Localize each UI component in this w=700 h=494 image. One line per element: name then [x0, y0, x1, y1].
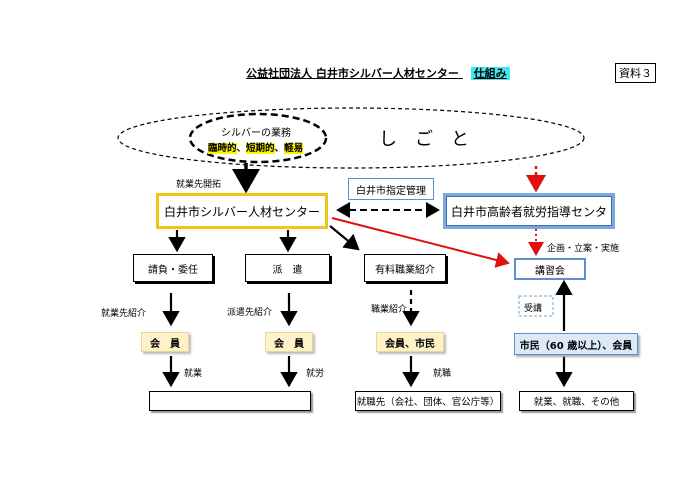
work-type-temporary: 臨時的: [208, 143, 237, 154]
arrow-red-center-to-course: [331, 217, 510, 268]
silver-center-box: 白井市シルバー人材センター: [156, 193, 328, 229]
labor-label: 就労: [306, 369, 325, 379]
employment-label: 就職: [433, 369, 452, 379]
dispatch-intro-label: 派遣先紹介: [227, 308, 273, 318]
work-type-sep: 、: [274, 143, 285, 154]
work-type-light: 軽易: [284, 143, 304, 154]
doc-label: 資料３: [615, 63, 656, 83]
designated-management-box: 白井市指定管理: [348, 178, 434, 200]
silver-work-title: シルバーの業務: [221, 128, 291, 139]
attend-dashed-box: [518, 295, 554, 317]
title-highlight: 仕組み: [470, 67, 510, 80]
other-outcome-box: 就業、就職、その他: [519, 391, 634, 411]
job-development-label: 就業先開拓: [176, 180, 222, 190]
contract-box: 請負・委任: [133, 254, 213, 282]
work-label-small: 就業: [184, 369, 203, 379]
job-intro-label: 就業先紹介: [101, 309, 147, 319]
member-box-1: 会 員: [141, 332, 189, 352]
citizen-member-box: 市民（60 歳以上）、会員: [514, 333, 638, 355]
member-citizen-box: 会員、市民: [376, 332, 444, 352]
placement-box: 有料職業紹介: [364, 254, 446, 282]
work-type-sep: 、: [236, 143, 247, 154]
work-type-short: 短期的: [246, 143, 275, 154]
silver-work-types: 臨時的、短期的、軽易: [208, 140, 304, 154]
elderly-center-box: 白井市高齢者就労指導センタ: [443, 193, 615, 229]
employer-box: 就職先（会社、団体、官公庁等）: [355, 391, 501, 411]
placement-intro-label: 職業紹介: [371, 305, 408, 315]
arrow-center-to-placement: [329, 225, 360, 251]
outcome-blank-box: [149, 391, 311, 411]
page-title: 公益社団法人 白井市シルバー人材センター 仕組み: [246, 65, 510, 81]
work-ellipse: [117, 107, 585, 169]
course-box: 講習会: [514, 258, 586, 280]
title-main: 公益社団法人 白井市シルバー人材センター: [246, 67, 459, 80]
dispatch-box: 派 遣: [245, 254, 330, 282]
work-label: し ご と: [379, 129, 469, 150]
planning-label: 企画・立案・実施: [547, 244, 620, 254]
member-box-2: 会 員: [265, 332, 313, 352]
attend-label: 受講: [524, 304, 543, 314]
